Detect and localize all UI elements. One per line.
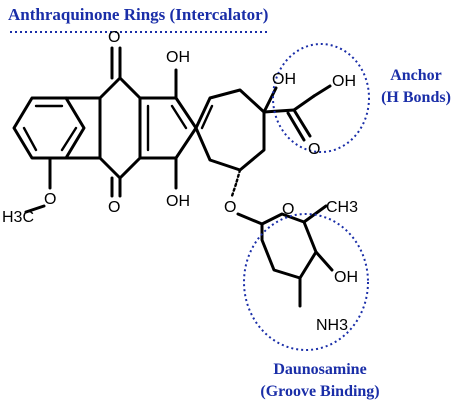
glycosidic-bond — [230, 168, 264, 226]
atom-ch3: CH3 — [326, 199, 358, 216]
atom-methyl: H3C — [2, 209, 34, 226]
atom-glyco-o: O — [224, 199, 236, 216]
atom-oxo-bottom: O — [108, 199, 120, 216]
sugar-circle — [243, 213, 369, 351]
atom-sugar-oh: OH — [334, 269, 358, 286]
anchor-label: Anchor — [390, 67, 442, 84]
atom-oh-terminal: OH — [332, 73, 356, 90]
atom-oh-bottom: OH — [166, 193, 190, 210]
anchor-sub-label: (H Bonds) — [381, 89, 451, 106]
atom-oxo-ketone: O — [308, 141, 320, 158]
anchor-circle — [272, 43, 370, 153]
atom-oxo-top: O — [108, 29, 120, 46]
atom-nh3: NH3 — [316, 317, 348, 334]
title-label: Anthraquinone Rings (Intercalator) — [8, 5, 268, 24]
sugar-label: Daunosamine — [273, 361, 366, 378]
methoxy-group — [24, 156, 52, 214]
ring-d — [194, 88, 266, 172]
atom-oh-top: OH — [166, 49, 190, 66]
atom-oh-side: OH — [272, 71, 296, 88]
sugar-sub-label: (Groove Binding) — [260, 383, 379, 400]
atom-ring-o: O — [282, 201, 294, 218]
ring-c — [138, 68, 198, 190]
sugar-ring — [260, 204, 334, 308]
atom-methoxy-o: O — [44, 191, 56, 208]
ring-a — [12, 96, 86, 160]
ring-b — [64, 46, 142, 198]
